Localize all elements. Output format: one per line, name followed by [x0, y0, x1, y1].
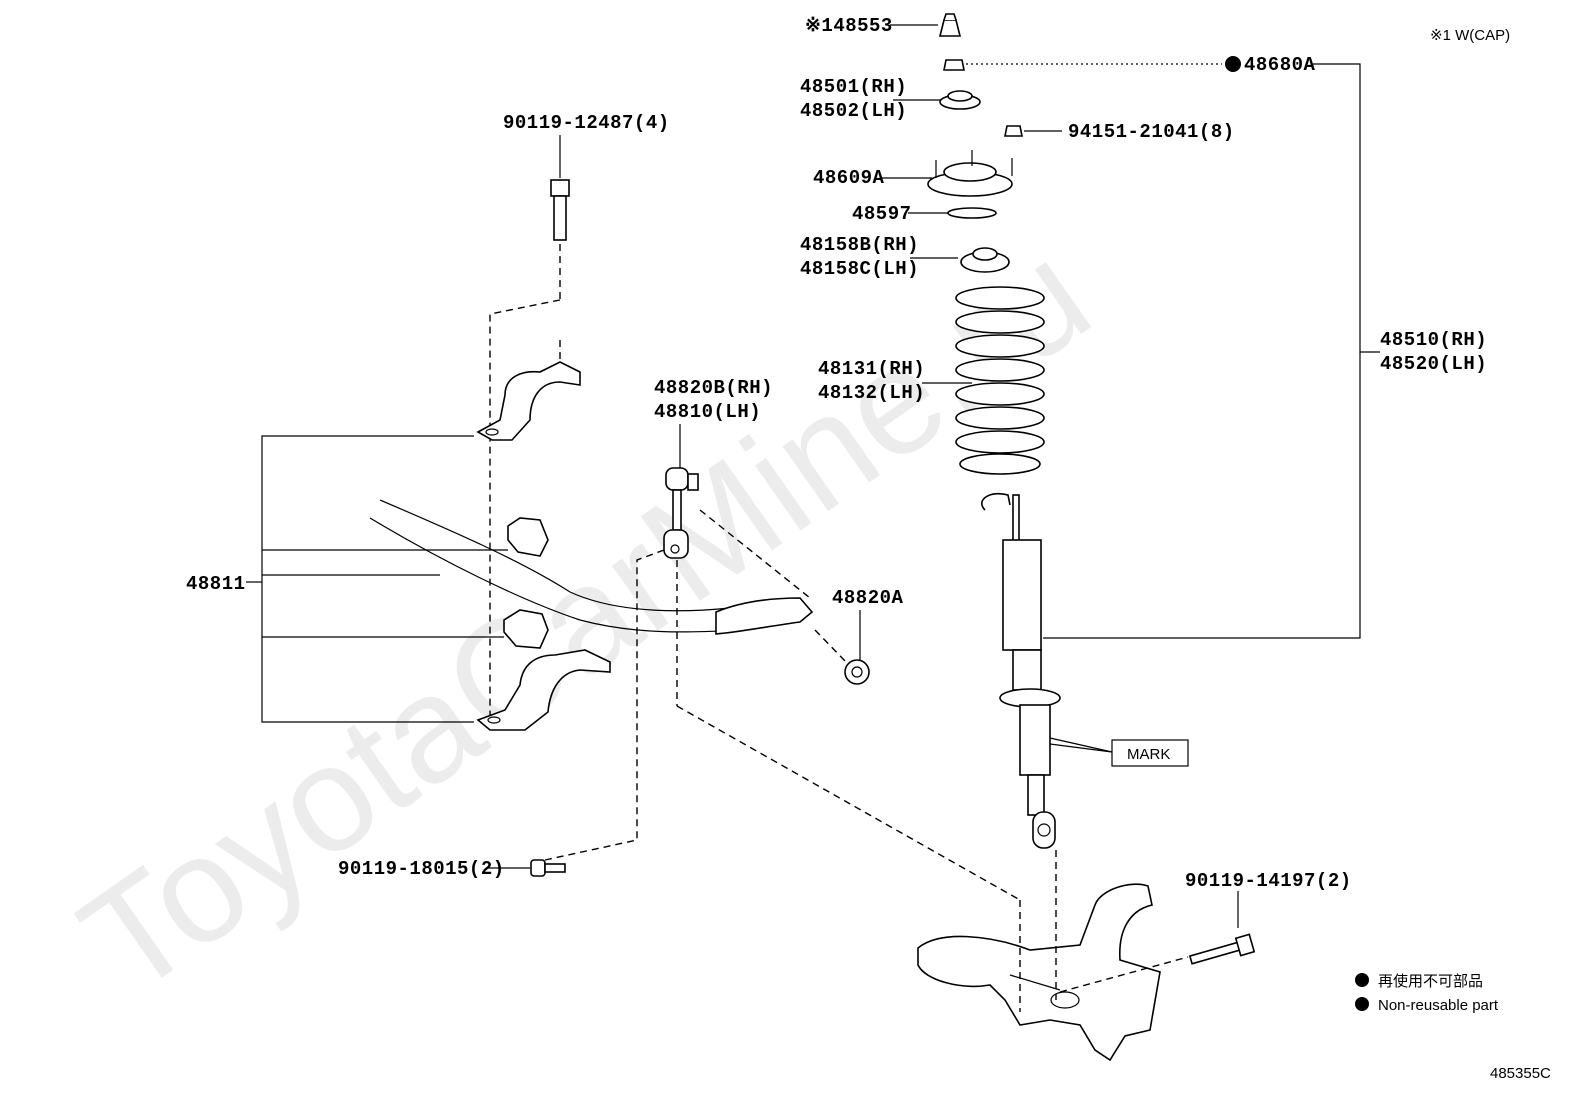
lower-bracket-part [476, 649, 611, 731]
legend-en: Non-reusable part [1378, 997, 1499, 1014]
label-48820A: 48820A [832, 587, 904, 609]
nut-48680A-part [943, 59, 965, 71]
support-part [927, 150, 1013, 197]
label-48158C: 48158C(LH) [800, 258, 919, 280]
lower-arm-part [917, 883, 1161, 1062]
bolt-90119-18015-part [530, 859, 566, 877]
cap-note: ※1 W(CAP) [1430, 27, 1510, 44]
coil-spring-part [955, 286, 1045, 475]
insulator-part [939, 90, 981, 110]
shock-absorber-part [981, 492, 1061, 849]
label-48820B: 48820B(RH) [654, 377, 773, 399]
nut-48820A-part [844, 659, 870, 685]
label-48502: 48502(LH) [800, 100, 907, 122]
nut-94151-part [1004, 125, 1023, 137]
label-48501: 48501(RH) [800, 76, 907, 98]
lower-bushing-part [503, 609, 549, 649]
label-48132: 48132(LH) [818, 382, 925, 404]
label-48680A: 48680A [1244, 54, 1316, 76]
label-48158B: 48158B(RH) [800, 234, 919, 256]
upper-bracket-part [476, 361, 581, 441]
label-48811: 48811 [186, 573, 246, 595]
stabilizer-link-part [663, 467, 699, 559]
label-90119-14197: 90119-14197(2) [1185, 870, 1352, 892]
legend-jp: 再使用不可部品 [1378, 973, 1483, 990]
label-48810: 48810(LH) [654, 401, 761, 423]
label-48131: 48131(RH) [818, 358, 925, 380]
diagram-code: 485355C [1490, 1065, 1551, 1082]
label-48520: 48520(LH) [1380, 353, 1487, 375]
legend: 再使用不可部品 Non-reusable part [1355, 973, 1499, 1014]
legend-bullet-icon [1355, 973, 1369, 987]
mark-label: MARK [1127, 746, 1170, 763]
upper-bushing-part [507, 517, 549, 557]
upper-insulator-part [960, 247, 1010, 273]
bolt-90119-14197-part [1188, 933, 1256, 965]
watermark: ToyotaCarMine.ru [52, 210, 1118, 1027]
seat-part [947, 207, 997, 219]
mark-box [1111, 739, 1189, 767]
stabilizer-bar-part [369, 499, 814, 635]
label-90119-12487: 90119-12487(4) [503, 112, 670, 134]
label-48597: 48597 [852, 203, 912, 225]
bolt-90119-12487-part [550, 179, 570, 241]
label-48609A: 48609A [813, 167, 885, 189]
legend-bullet-icon [1355, 997, 1369, 1011]
label-94151: 94151-21041(8) [1068, 121, 1235, 143]
cap-part [938, 13, 962, 37]
non-reusable-marker-icon [1225, 56, 1241, 72]
label-48553: ※148553 [805, 15, 893, 37]
label-48510: 48510(RH) [1380, 329, 1487, 351]
label-90119-18015: 90119-18015(2) [338, 858, 505, 880]
